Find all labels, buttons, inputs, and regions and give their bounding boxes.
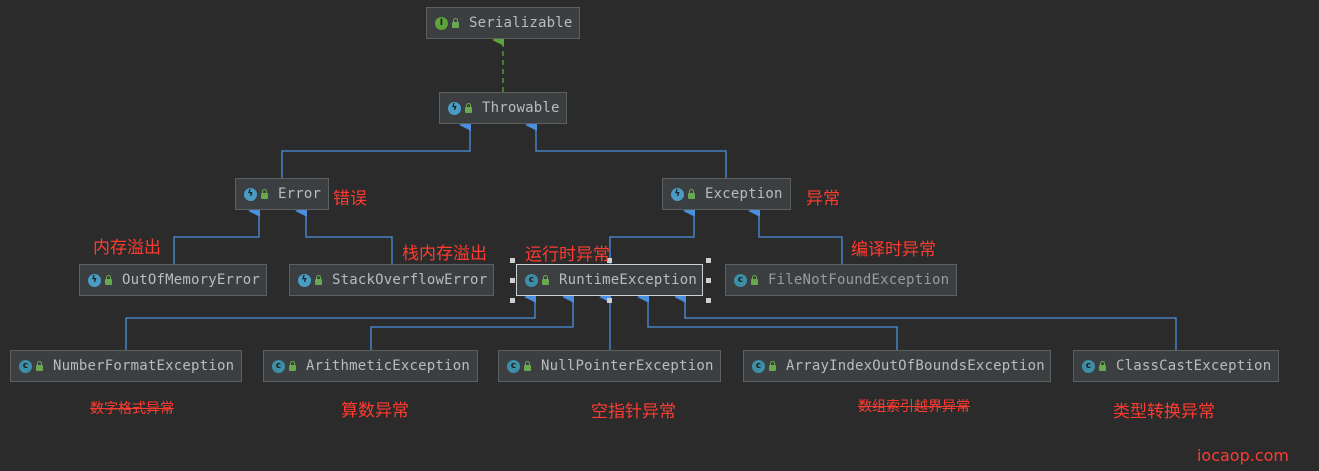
node-name: StackOverflowError (332, 272, 488, 288)
stack-overflow-error-node[interactable]: ϟ StackOverflowError (289, 264, 494, 296)
class-icon: c (507, 359, 520, 373)
out-of-memory-annotation: 内存溢出 (93, 238, 161, 258)
edge-exception-to-throwable (525, 119, 727, 178)
node-name: FileNotFoundException (768, 272, 950, 288)
lock-icon (261, 189, 268, 199)
lock-icon (315, 275, 322, 285)
number-format-exception-node[interactable]: c NumberFormatException (10, 350, 242, 382)
selection-handle[interactable] (607, 298, 612, 303)
node-name: NullPointerException (541, 358, 714, 374)
lock-icon (542, 275, 549, 285)
error-node[interactable]: ϟ Error (235, 178, 329, 210)
selection-handle[interactable] (706, 258, 711, 263)
throwable-class-icon: ϟ (88, 273, 101, 287)
class-icon: c (525, 273, 538, 287)
edge-out-of-memory-to-error (173, 205, 261, 264)
edge-error-to-throwable (281, 119, 472, 178)
selection-handle[interactable] (706, 278, 711, 283)
edge-class-cast-to-runtime (674, 291, 1177, 350)
class-cast-annotation: 类型转换异常 (1113, 402, 1215, 422)
interface-icon: I (435, 16, 448, 30)
array-index-annotation: 数组索引越界异常 (858, 399, 970, 415)
lock-icon (1099, 361, 1106, 371)
throwable-class-icon: ϟ (244, 187, 257, 201)
selection-handle[interactable] (706, 298, 711, 303)
exception-annotation: 异常 (806, 189, 840, 209)
number-format-annotation: 数字格式异常 (90, 401, 174, 417)
throwable-class-icon: ϟ (298, 273, 311, 287)
edge-runtime-to-exception (609, 205, 696, 264)
compile-exception-annotation: 编译时异常 (851, 240, 936, 260)
edge-stack-overflow-to-error (295, 205, 393, 264)
node-name: Throwable (482, 100, 560, 116)
runtime-exception-node[interactable]: c RuntimeException (516, 264, 703, 296)
out-of-memory-error-node[interactable]: ϟ OutOfMemoryError (79, 264, 267, 296)
class-icon: c (752, 359, 765, 373)
node-name: OutOfMemoryError (122, 272, 261, 288)
node-name: ArithmeticException (306, 358, 470, 374)
runtime-exception-annotation: 运行时异常 (525, 245, 610, 265)
lock-icon (751, 275, 758, 285)
selection-handle[interactable] (510, 298, 515, 303)
lock-icon (769, 361, 776, 371)
node-name: Serializable (469, 15, 573, 31)
node-name: Exception (705, 186, 783, 202)
exception-node[interactable]: ϟ Exception (662, 178, 791, 210)
lock-icon (524, 361, 531, 371)
node-name: ClassCastException (1116, 358, 1272, 374)
error-annotation: 错误 (333, 189, 367, 209)
edge-array-index-to-runtime (637, 291, 898, 350)
lock-icon (105, 275, 112, 285)
throwable-class-icon: ϟ (671, 187, 684, 201)
lock-icon (452, 18, 459, 28)
selection-handle[interactable] (510, 258, 515, 263)
class-icon: c (19, 359, 32, 373)
selection-handle[interactable] (510, 278, 515, 283)
class-icon: c (734, 273, 747, 287)
throwable-class-icon: ϟ (448, 101, 461, 115)
edge-arithmetic-to-runtime (370, 291, 575, 350)
stack-overflow-annotation: 栈内存溢出 (402, 244, 487, 264)
throwable-node[interactable]: ϟ Throwable (439, 92, 567, 124)
selection-handle[interactable] (607, 258, 612, 263)
class-icon: c (1082, 359, 1095, 373)
arithmetic-exception-node[interactable]: c ArithmeticException (263, 350, 478, 382)
file-not-found-exception-node[interactable]: c FileNotFoundException (725, 264, 957, 296)
node-name: ArrayIndexOutOfBoundsException (786, 358, 1045, 374)
null-pointer-annotation: 空指针异常 (591, 402, 676, 422)
site-watermark: iocaop.com (1196, 446, 1289, 465)
class-cast-exception-node[interactable]: c ClassCastException (1073, 350, 1279, 382)
lock-icon (36, 361, 43, 371)
arithmetic-annotation: 算数异常 (341, 401, 409, 421)
edge-file-not-found-to-exception (748, 205, 843, 264)
lock-icon (289, 361, 296, 371)
node-name: RuntimeException (559, 272, 698, 288)
lock-icon (688, 189, 695, 199)
null-pointer-exception-node[interactable]: c NullPointerException (498, 350, 721, 382)
array-index-out-of-bounds-exception-node[interactable]: c ArrayIndexOutOfBoundsException (743, 350, 1051, 382)
serializable-node[interactable]: I Serializable (426, 7, 580, 39)
class-icon: c (272, 359, 285, 373)
edge-number-format-to-runtime (125, 291, 537, 350)
node-name: Error (278, 186, 322, 202)
node-name: NumberFormatException (53, 358, 235, 374)
lock-icon (465, 103, 472, 113)
